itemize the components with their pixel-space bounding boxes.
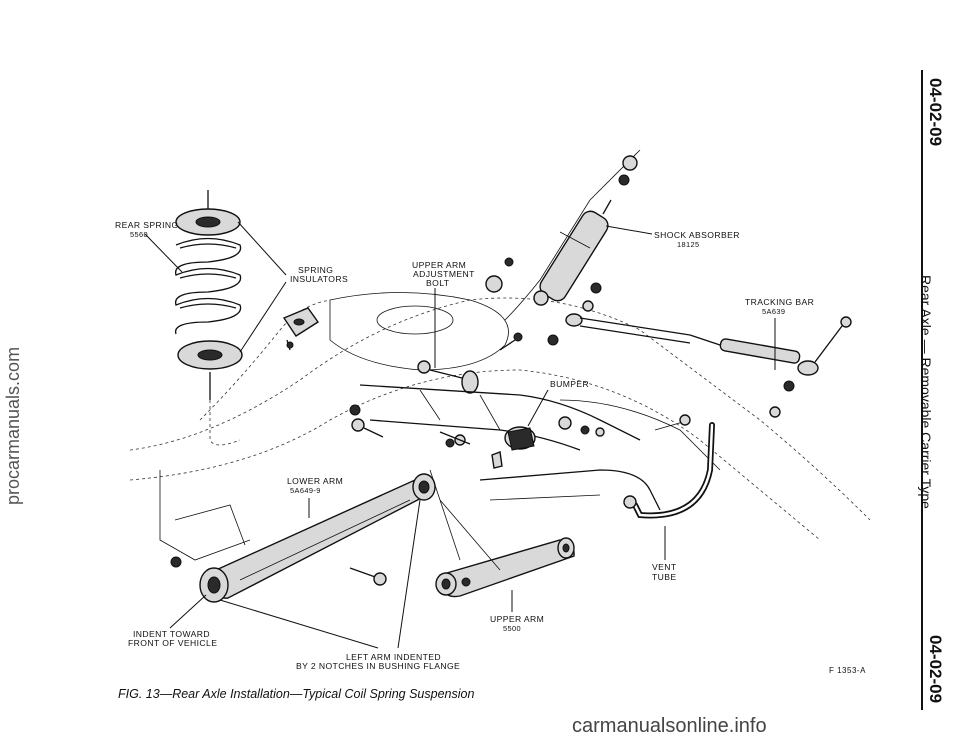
vent-tube-label-2: TUBE (652, 572, 677, 582)
label-vent-tube: VENT TUBE (652, 562, 677, 582)
label-spring-insulators: SPRING INSULATORS (290, 265, 348, 284)
spring-insulators-label-1: SPRING (298, 265, 333, 275)
upper-arm-label: UPPER ARM (490, 614, 544, 624)
label-lower-arm: LOWER ARM 5A649-9 (287, 476, 343, 495)
label-left-arm-indented: LEFT ARM INDENTED BY 2 NOTCHES IN BUSHIN… (296, 652, 460, 671)
label-bumper: BUMPER (550, 379, 589, 389)
left-arm-indented-label-2: BY 2 NOTCHES IN BUSHING FLANGE (296, 661, 460, 671)
upper-arm-part-no: 5500 (503, 624, 521, 633)
lower-arm (170, 473, 436, 603)
right-margin-rule (921, 70, 923, 710)
indent-toward-label-2: FRONT OF VEHICLE (128, 638, 217, 648)
vent-tube (623, 414, 715, 519)
frame-outline (129, 292, 871, 561)
axle-housing (359, 384, 661, 511)
figure-code: F 1353-A (829, 666, 866, 675)
upper-arm-bolt-label-1: UPPER ARM (412, 260, 466, 270)
upper-arm-bolt-assembly (417, 257, 523, 394)
label-rear-spring: REAR SPRING 5560 (115, 220, 179, 239)
left-arm-indented-label-1: LEFT ARM INDENTED (346, 652, 441, 662)
tracking-bar-label: TRACKING BAR (745, 297, 814, 307)
bumper-label: BUMPER (550, 379, 589, 389)
label-upper-arm-bolt: UPPER ARM ADJUSTMENT BOLT (412, 260, 475, 288)
watermark-bottom[interactable]: carmanualsonline.info (572, 715, 767, 737)
label-shock-absorber: SHOCK ABSORBER 18125 (654, 230, 740, 249)
shock-absorber-label: SHOCK ABSORBER (654, 230, 740, 240)
page-number-bottom: 04-02-09 (926, 635, 945, 704)
upper-arm (429, 469, 575, 598)
label-indent-toward: INDENT TOWARD FRONT OF VEHICLE (128, 629, 217, 648)
rear-spring-label: REAR SPRING (115, 220, 179, 230)
figure-label: FIG. 13 (118, 687, 160, 701)
tracking-bar-part-no: 5A639 (762, 307, 785, 316)
section-title: Rear Axle — Removable Carrier Type (918, 275, 934, 509)
label-upper-arm: UPPER ARM 5500 (490, 614, 544, 633)
label-tracking-bar: TRACKING BAR 5A639 (745, 297, 814, 316)
rear-spring (174, 190, 243, 446)
indent-toward-label-1: INDENT TOWARD (133, 629, 210, 639)
upper-arm-bolt-label-2: ADJUSTMENT (413, 269, 475, 279)
left-fasteners (349, 404, 503, 469)
figure-caption: FIG. 13—Rear Axle Installation—Typical C… (118, 687, 474, 701)
tracking-bar (565, 313, 852, 418)
spring-insulators-label-2: INSULATORS (290, 274, 348, 284)
page-number-top: 04-02-09 (926, 78, 945, 147)
spring-insulator-pad (282, 307, 319, 351)
lower-arm-label: LOWER ARM (287, 476, 343, 486)
figure-caption-text: —Rear Axle Installation—Typical Coil Spr… (159, 687, 475, 701)
shock-absorber-part-no: 18125 (677, 240, 700, 249)
watermark-left[interactable]: procarmanuals.com (3, 346, 23, 505)
upper-arm-bolt-label-3: BOLT (426, 278, 450, 288)
leader-lines (144, 221, 776, 649)
shock-absorber (504, 149, 641, 346)
vent-tube-label-1: VENT (652, 562, 677, 572)
lower-arm-part-no: 5A649-9 (290, 486, 321, 495)
rear-spring-part-no: 5560 (130, 230, 148, 239)
